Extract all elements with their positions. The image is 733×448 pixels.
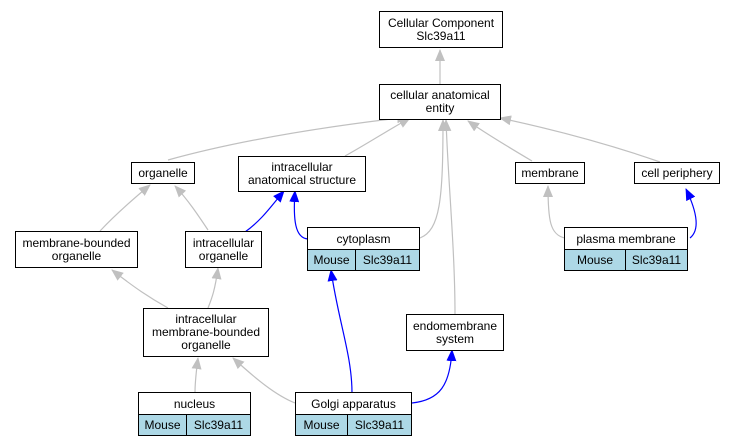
node-cytoplasm[interactable]: cytoplasm Mouse Slc39a11 [307,227,420,271]
node-nucleus-annotation: Mouse Slc39a11 [139,415,250,435]
node-golgi-apparatus[interactable]: Golgi apparatus Mouse Slc39a11 [295,392,412,436]
edge-golgi-to-endomembrane [411,349,457,404]
species-cell: Mouse [144,418,181,432]
node-golgi-apparatus-annotation: Mouse Slc39a11 [296,415,411,435]
edge-io-to-organelle [174,185,209,231]
edge-ias-to-cae [344,117,411,157]
node-nucleus[interactable]: nucleus Mouse Slc39a11 [138,392,251,436]
node-nucleus-label: nucleus [139,393,250,415]
edge-golgi-to-imbo [232,357,296,404]
edge-cellperiphery-to-cae [499,115,661,163]
edge-mbo-to-organelle [99,184,151,232]
edge-endomembrane-to-cae [441,119,456,315]
species-cell: Mouse [313,253,350,267]
edge-membrane-to-cae [467,120,533,162]
edge-imbo-to-io [207,267,222,309]
gene-cell: Slc39a11 [347,415,411,435]
node-organelle[interactable]: organelle [131,162,195,184]
node-plasma-membrane-label: plasma membrane [565,228,687,250]
edge-imbo-to-mbo [111,269,169,309]
edge-nucleus-to-imbo [191,357,202,394]
edge-cytoplasm-to-cae [419,119,448,239]
edge-organelle-to-cae [167,113,409,161]
node-cell-periphery[interactable]: cell periphery [634,162,720,184]
node-plasma-membrane[interactable]: plasma membrane Mouse Slc39a11 [564,227,688,271]
edge-plasmamembrane-to-membrane [543,185,566,239]
species-cell: Mouse [576,253,614,267]
node-plasma-membrane-annotation: Mouse Slc39a11 [565,250,687,270]
gene-cell: Slc39a11 [186,415,250,435]
gene-cell: Slc39a11 [625,250,687,270]
node-membrane[interactable]: membrane [515,162,585,184]
edge-cellperiphery-from-plasmamembrane [685,188,697,239]
edge-golgi-to-cytoplasm [327,269,353,394]
edge-cytoplasm-to-ias [289,190,309,240]
edge-io-to-ias [244,190,285,233]
node-cytoplasm-label: cytoplasm [308,228,419,250]
node-golgi-apparatus-label: Golgi apparatus [296,393,411,415]
species-cell: Mouse [303,418,340,432]
node-cytoplasm-annotation: Mouse Slc39a11 [308,250,419,270]
gene-cell: Slc39a11 [355,250,419,270]
